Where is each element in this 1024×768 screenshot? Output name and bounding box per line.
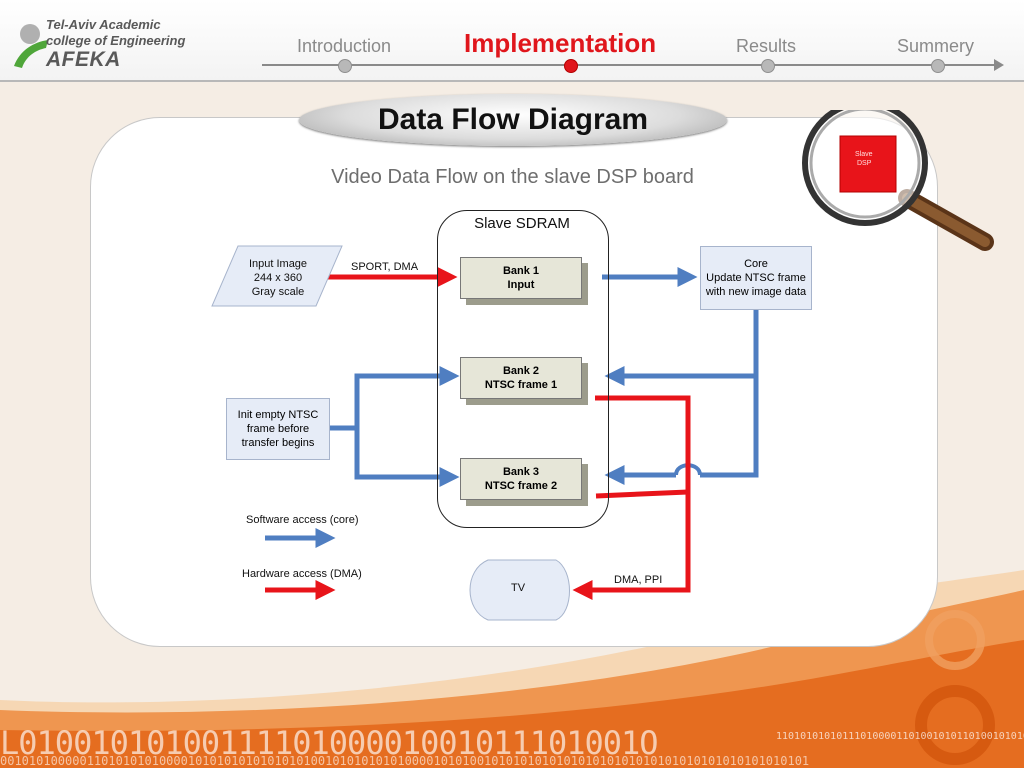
decor-binary-small: 1101010101011101000011010010101101001010… [776,731,1024,742]
logo-text-afeka: AFEKA [46,48,121,71]
bank1-title: Bank 1 [502,265,540,277]
nav-introduction[interactable]: Introduction [297,36,392,56]
init-line3: transfer begins [241,437,315,449]
nav-dot-summery[interactable] [931,59,945,73]
header-bar: Tel-Aviv Academic college of Engineering… [0,0,1024,82]
sport-dma-label: SPORT, DMA [351,261,419,273]
init-box: Init empty NTSC frame before transfer be… [226,398,330,460]
bank3-box: Bank 3 NTSC frame 2 [460,458,582,500]
data-flow-arrows [211,245,759,621]
slide-subtitle: Video Data Flow on the slave DSP board [331,166,694,188]
bank1-box: Bank 1 Input [460,257,582,299]
logo-text-line2: college of Engineering [46,33,186,48]
bank2-box: Bank 2 NTSC frame 1 [460,357,582,399]
bank1-subtitle: Input [507,279,535,291]
input-image-line2: 244 x 360 [253,272,303,284]
logo-text-line1: Tel-Aviv Academic [46,17,161,32]
legend-hardware-label: Hardware access (DMA) [242,568,362,580]
input-image-line3: Gray scale [251,286,305,298]
nav-dot-results[interactable] [761,59,775,73]
slide-title: Data Flow Diagram [299,94,727,146]
legend-software-label: Software access (core) [246,514,359,526]
decor-binary-bottom: 0010101000001101010101000010101010101010… [0,754,810,768]
core-line3: with new image data [705,286,807,298]
nav-dot-implementation[interactable] [564,59,578,73]
init-line1: Init empty NTSC [237,409,319,421]
sdram-title: Slave SDRAM [474,215,570,232]
decor-binary-large: L0100101010011110100001001011101001O [0,724,659,762]
core-line1: Core [744,258,768,270]
nav-dot-introduction[interactable] [338,59,352,73]
nav-summery[interactable]: Summery [897,36,975,56]
dma-ppi-label: DMA, PPI [614,574,663,586]
input-image-box: Input Image 244 x 360 Gray scale [236,257,320,299]
nav-implementation[interactable]: Implementation [464,28,657,58]
nav-results[interactable]: Results [736,36,797,56]
init-line2: frame before [246,423,310,435]
bank3-title: Bank 3 [502,466,540,478]
core-line2: Update NTSC frame [706,272,806,284]
magnifier-label-1: Slave [855,151,873,158]
tv-label: TV [511,582,526,594]
nav-progress-line [262,64,998,66]
core-box: Core Update NTSC frame with new image da… [700,246,812,310]
input-image-line1: Input Image [248,258,308,270]
bank2-title: Bank 2 [502,365,540,377]
nav-arrow-icon [994,59,1004,71]
sdram-container [437,210,609,528]
magnifier-label-2: DSP [857,160,872,167]
bank3-subtitle: NTSC frame 2 [484,480,558,492]
magnifier-icon [802,110,994,251]
afeka-logo-icon [14,24,48,68]
bank2-subtitle: NTSC frame 1 [484,379,558,391]
